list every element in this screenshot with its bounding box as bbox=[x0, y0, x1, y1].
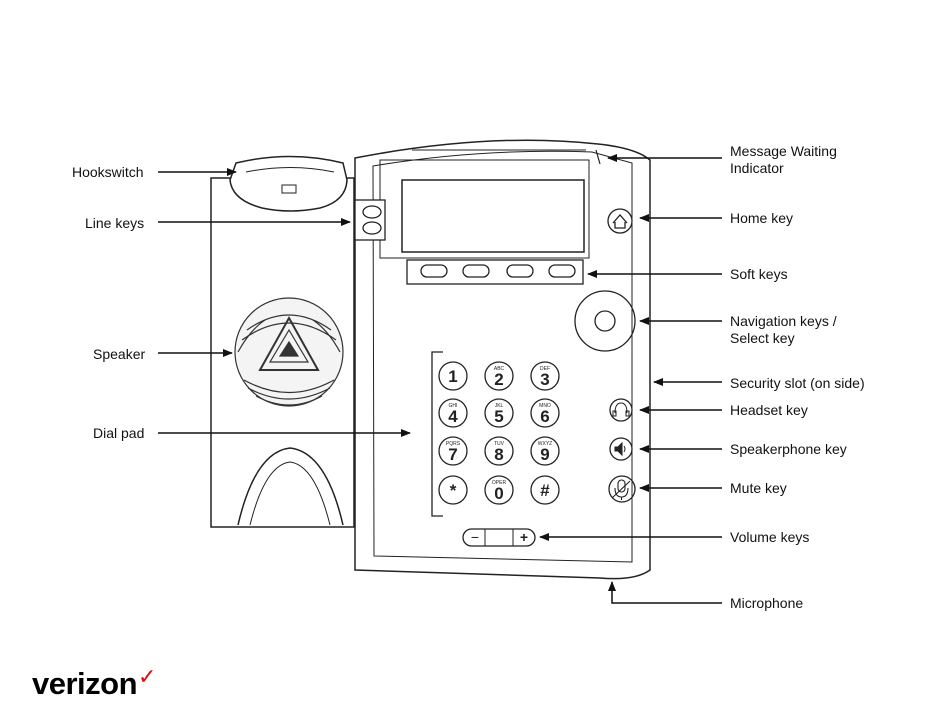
dial-key-digit: 3 bbox=[540, 370, 549, 389]
verizon-logo: verizon✓ bbox=[32, 666, 155, 702]
security-slot-label: Security slot (on side) bbox=[730, 375, 865, 392]
dial-key-digit: 4 bbox=[448, 407, 458, 426]
dial-key-digit: 6 bbox=[540, 407, 549, 426]
volume-plus-label: + bbox=[520, 529, 528, 545]
dial-key-digit: 1 bbox=[448, 367, 457, 386]
volume-keys-label: Volume keys bbox=[730, 529, 809, 546]
dial-key-1[interactable]: 1 bbox=[439, 362, 467, 390]
volume-minus-label: − bbox=[471, 529, 479, 545]
speakerphone-key-label: Speakerphone key bbox=[730, 441, 847, 458]
logo-text: verizon bbox=[32, 666, 137, 701]
speaker-grille bbox=[235, 298, 343, 406]
dial-key-digit: 5 bbox=[494, 407, 503, 426]
dial-key-star[interactable]: * bbox=[439, 476, 467, 504]
soft-keys-label: Soft keys bbox=[730, 266, 788, 283]
hookswitch-label: Hookswitch bbox=[72, 164, 144, 181]
check-icon: ✓ bbox=[138, 664, 156, 689]
microphone-label: Microphone bbox=[730, 595, 803, 612]
dial-key-digit: 8 bbox=[494, 445, 503, 464]
headset-key-label: Headset key bbox=[730, 402, 808, 419]
home-key-label: Home key bbox=[730, 210, 793, 227]
dial-key-hash[interactable]: # bbox=[531, 476, 559, 504]
message-waiting-label-line1: Message Waiting bbox=[730, 143, 837, 160]
microphone-arrow bbox=[612, 582, 722, 603]
line-keys-label: Line keys bbox=[85, 215, 144, 232]
dial-key-digit: 2 bbox=[494, 370, 503, 389]
dial-pad-label: Dial pad bbox=[93, 425, 144, 442]
navigation-label-line2: Select key bbox=[730, 330, 795, 347]
navigation-label-line1: Navigation keys / bbox=[730, 313, 837, 330]
dial-key-digit: * bbox=[450, 481, 457, 500]
dial-key-digit: 0 bbox=[494, 484, 503, 503]
mute-key-label: Mute key bbox=[730, 480, 787, 497]
speaker-label: Speaker bbox=[93, 346, 145, 363]
dial-key-digit: 7 bbox=[448, 445, 457, 464]
message-waiting-label-line2: Indicator bbox=[730, 160, 784, 177]
dial-key-digit: # bbox=[540, 481, 550, 500]
dial-key-digit: 9 bbox=[540, 445, 549, 464]
line-keys[interactable] bbox=[355, 200, 385, 240]
